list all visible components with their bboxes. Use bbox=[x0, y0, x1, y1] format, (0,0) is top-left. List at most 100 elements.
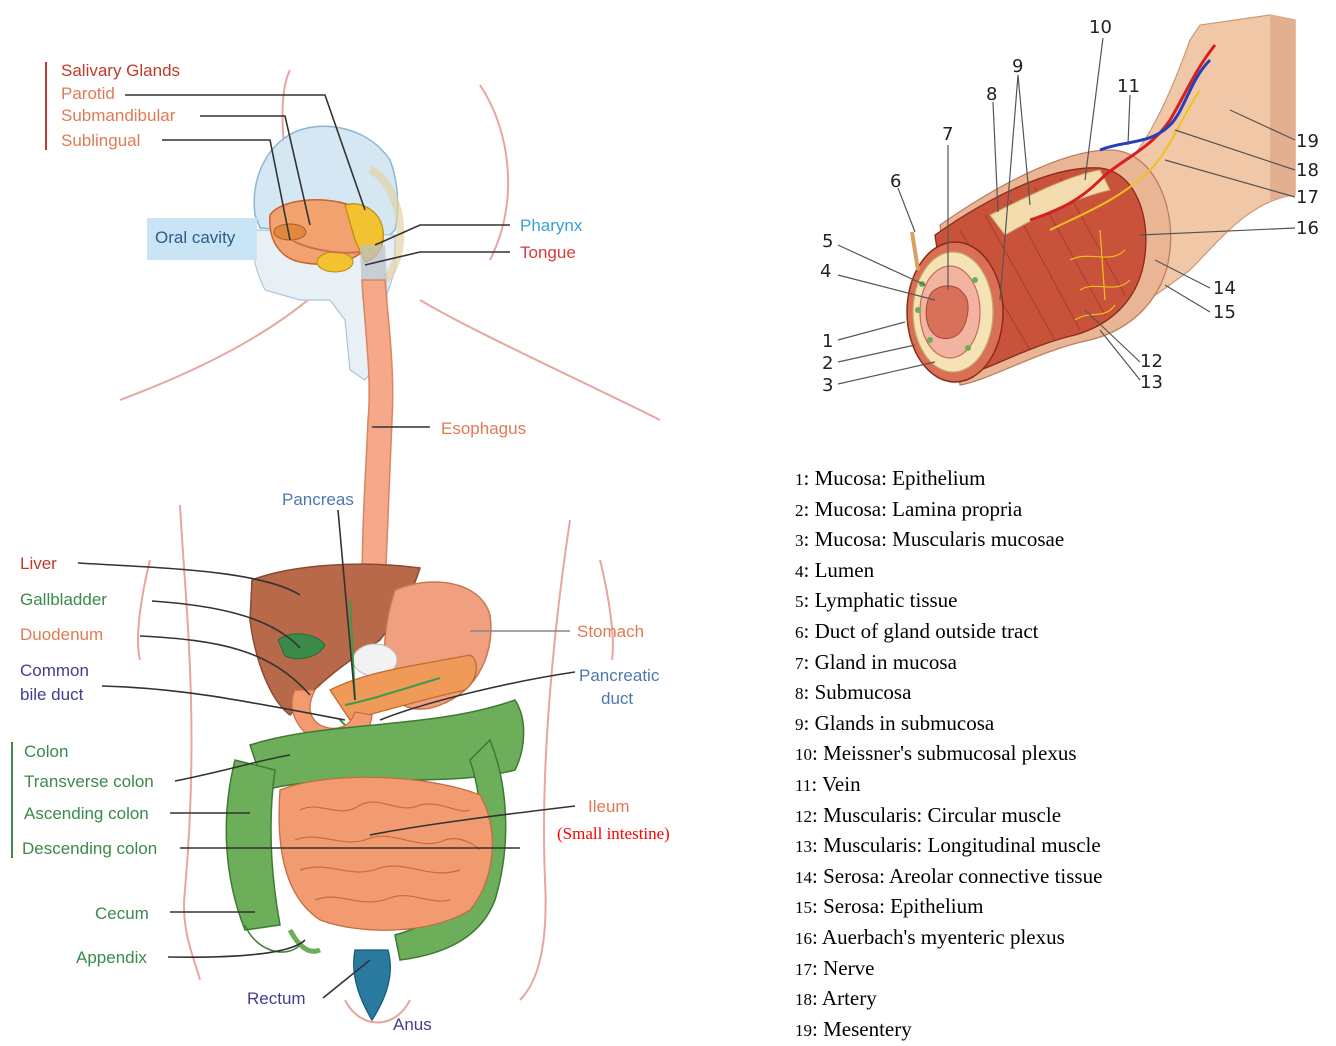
duodenum-label: Duodenum bbox=[20, 625, 103, 644]
legend-number: 6 bbox=[795, 623, 804, 642]
tract-num-16: 16 bbox=[1296, 218, 1319, 239]
cecum-label: Cecum bbox=[95, 904, 149, 923]
legend-text: : Auerbach's myenteric plexus bbox=[812, 925, 1065, 949]
tract-num-15: 15 bbox=[1213, 302, 1236, 323]
legend-text: : Lumen bbox=[804, 558, 875, 582]
tract-num-1: 1 bbox=[822, 331, 833, 352]
legend-number: 15 bbox=[795, 898, 812, 917]
tract-num-2: 2 bbox=[822, 353, 833, 374]
legend-number: 5 bbox=[795, 592, 804, 611]
tract-num-10: 10 bbox=[1089, 17, 1112, 38]
tract-num-13: 13 bbox=[1140, 372, 1163, 393]
tract-num-12: 12 bbox=[1140, 351, 1163, 372]
legend-text: : Mesentery bbox=[812, 1017, 912, 1041]
salivary-glands-label: Salivary Glands bbox=[61, 61, 180, 80]
tract-num-14: 14 bbox=[1213, 278, 1236, 299]
legend-number: 16 bbox=[795, 929, 812, 948]
esophagus-shape bbox=[362, 280, 393, 590]
legend-item: 18: Artery bbox=[795, 983, 1315, 1014]
legend-text: : Mucosa: Muscularis mucosae bbox=[804, 527, 1065, 551]
tract-num-4: 4 bbox=[820, 261, 831, 282]
legend-number: 4 bbox=[795, 562, 804, 581]
lumen-shape bbox=[926, 286, 968, 339]
tract-num-3: 3 bbox=[822, 375, 833, 396]
legend-text: : Submucosa bbox=[804, 680, 912, 704]
liver-label: Liver bbox=[20, 554, 57, 573]
submandibular-label: Submandibular bbox=[61, 106, 176, 125]
legend-text: : Artery bbox=[812, 986, 877, 1010]
sublingual-label: Sublingual bbox=[61, 131, 140, 150]
pharynx-label: Pharynx bbox=[520, 216, 583, 235]
legend-text: : Serosa: Epithelium bbox=[812, 894, 983, 918]
duct-label: duct bbox=[601, 689, 633, 708]
tract-num-7: 7 bbox=[942, 124, 953, 145]
legend-item: 7: Gland in mucosa bbox=[795, 647, 1315, 678]
legend-number: 18 bbox=[795, 990, 812, 1009]
small-intestine-label: (Small intestine) bbox=[557, 824, 670, 843]
legend-number: 12 bbox=[795, 807, 812, 826]
appendix-label: Appendix bbox=[76, 948, 147, 967]
gallbladder-label: Gallbladder bbox=[20, 590, 107, 609]
legend-item: 5: Lymphatic tissue bbox=[795, 585, 1315, 616]
legend-number: 17 bbox=[795, 960, 812, 979]
legend-item: 8: Submucosa bbox=[795, 677, 1315, 708]
legend-item: 14: Serosa: Areolar connective tissue bbox=[795, 861, 1315, 892]
digestive-diagram: Salivary Glands Parotid Submandibular Su… bbox=[12, 61, 670, 1034]
esophagus-label: Esophagus bbox=[441, 419, 526, 438]
legend-text: : Vein bbox=[811, 772, 860, 796]
legend-text: : Mucosa: Epithelium bbox=[804, 466, 986, 490]
legend-text: : Muscularis: Circular muscle bbox=[812, 803, 1061, 827]
legend-item: 9: Glands in submucosa bbox=[795, 708, 1315, 739]
legend-number: 9 bbox=[795, 715, 804, 734]
legend-number: 10 bbox=[795, 745, 812, 764]
ascending-colon-label: Ascending colon bbox=[24, 804, 149, 823]
transverse-colon-label: Transverse colon bbox=[24, 772, 154, 791]
legend-number: 1 bbox=[795, 470, 804, 489]
oral-cavity-label: Oral cavity bbox=[155, 228, 236, 247]
legend-text: : Duct of gland outside tract bbox=[804, 619, 1039, 643]
legend-text: : Nerve bbox=[812, 956, 874, 980]
legend-item: 13: Muscularis: Longitudinal muscle bbox=[795, 830, 1315, 861]
ileum-label: Ileum bbox=[588, 797, 630, 816]
legend-item: 4: Lumen bbox=[795, 555, 1315, 586]
tract-num-9: 9 bbox=[1012, 56, 1023, 77]
legend-item: 3: Mucosa: Muscularis mucosae bbox=[795, 524, 1315, 555]
tract-num-6: 6 bbox=[890, 171, 901, 192]
pancreas-label: Pancreas bbox=[282, 490, 354, 509]
colon-label: Colon bbox=[24, 742, 68, 761]
tongue-label: Tongue bbox=[520, 243, 576, 262]
legend-item: 12: Muscularis: Circular muscle bbox=[795, 800, 1315, 831]
legend-item: 10: Meissner's submucosal plexus bbox=[795, 738, 1315, 769]
legend-number: 11 bbox=[795, 776, 811, 795]
legend-item: 16: Auerbach's myenteric plexus bbox=[795, 922, 1315, 953]
legend-text: : Mucosa: Lamina propria bbox=[804, 497, 1023, 521]
stomach-label: Stomach bbox=[577, 622, 644, 641]
legend-number: 8 bbox=[795, 684, 804, 703]
small-intestine-shape bbox=[279, 777, 492, 930]
tract-num-5: 5 bbox=[822, 231, 833, 252]
legend-text: : Lymphatic tissue bbox=[804, 588, 958, 612]
legend-item: 1: Mucosa: Epithelium bbox=[795, 463, 1315, 494]
rectum-shape bbox=[354, 950, 391, 1020]
tract-num-19: 19 bbox=[1296, 131, 1319, 152]
descending-colon-label: Descending colon bbox=[22, 839, 157, 858]
legend-text: : Muscularis: Longitudinal muscle bbox=[812, 833, 1101, 857]
anus-label: Anus bbox=[393, 1015, 432, 1034]
parotid-label: Parotid bbox=[61, 84, 115, 103]
tract-num-8: 8 bbox=[986, 84, 997, 105]
pancreatic-label: Pancreatic bbox=[579, 666, 660, 685]
tract-num-11: 11 bbox=[1117, 76, 1140, 97]
legend-item: 19: Mesentery bbox=[795, 1014, 1315, 1045]
bile-duct-label: bile duct bbox=[20, 685, 84, 704]
legend-item: 6: Duct of gland outside tract bbox=[795, 616, 1315, 647]
legend-text: : Serosa: Areolar connective tissue bbox=[812, 864, 1102, 888]
tract-num-17: 17 bbox=[1296, 187, 1319, 208]
tract-section-diagram: 1 2 3 4 5 6 7 8 9 10 11 12 13 14 15 16 1… bbox=[820, 15, 1319, 396]
legend-text: : Meissner's submucosal plexus bbox=[812, 741, 1077, 765]
legend-number: 19 bbox=[795, 1021, 812, 1040]
legend-number: 2 bbox=[795, 501, 804, 520]
legend-text: : Glands in submucosa bbox=[804, 711, 995, 735]
legend-item: 11: Vein bbox=[795, 769, 1315, 800]
tract-num-18: 18 bbox=[1296, 160, 1319, 181]
